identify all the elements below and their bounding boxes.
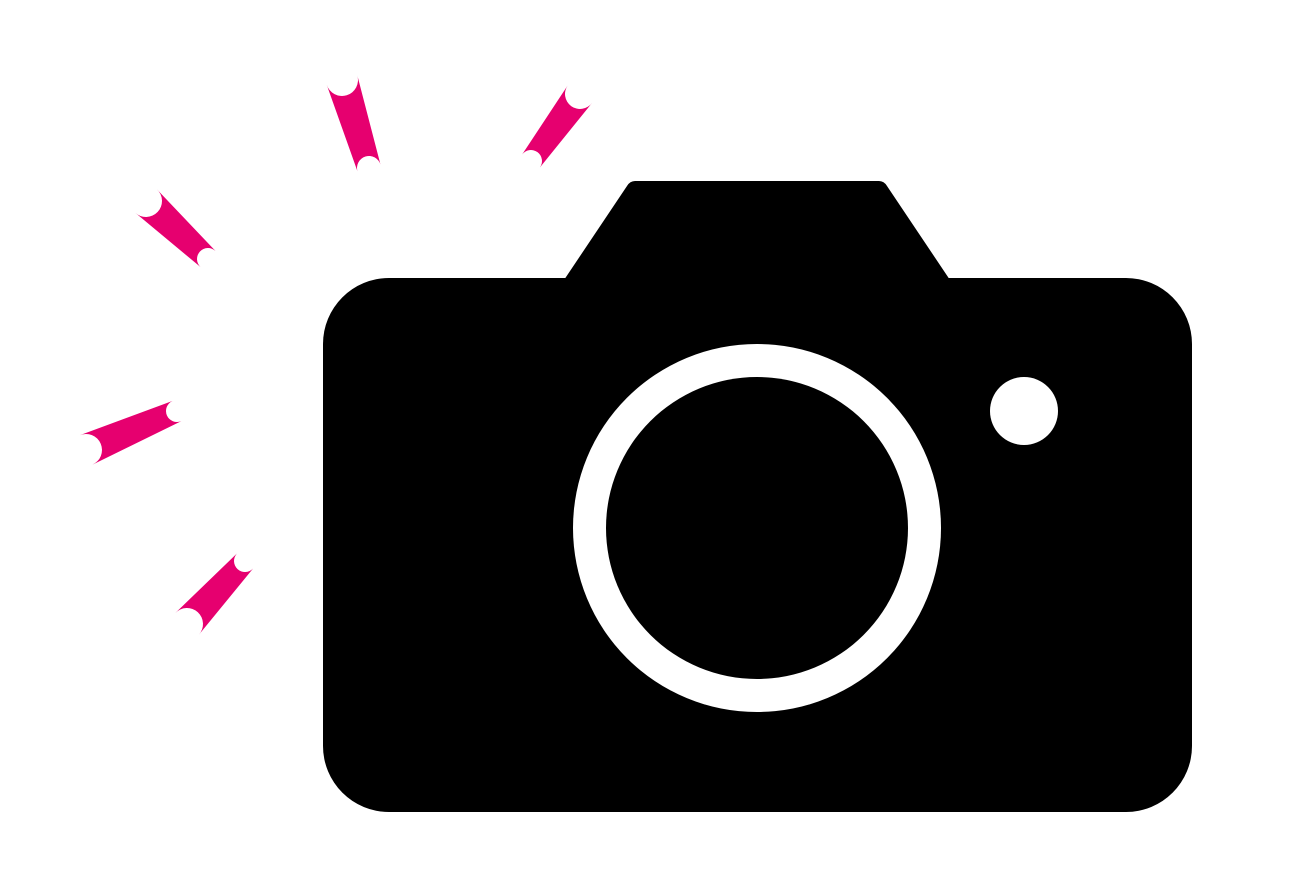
- flash-ray-1: [326, 75, 381, 172]
- camera-top-hump: [564, 181, 950, 280]
- flash-ray-2: [522, 85, 593, 168]
- flash-ray-4: [79, 400, 182, 465]
- flash-ray-3: [135, 189, 216, 268]
- camera-icon: [323, 181, 1192, 812]
- flash-light-icon: [990, 377, 1058, 445]
- flash-rays: [79, 75, 593, 635]
- lens: [606, 377, 908, 679]
- flash-ray-5: [175, 553, 254, 635]
